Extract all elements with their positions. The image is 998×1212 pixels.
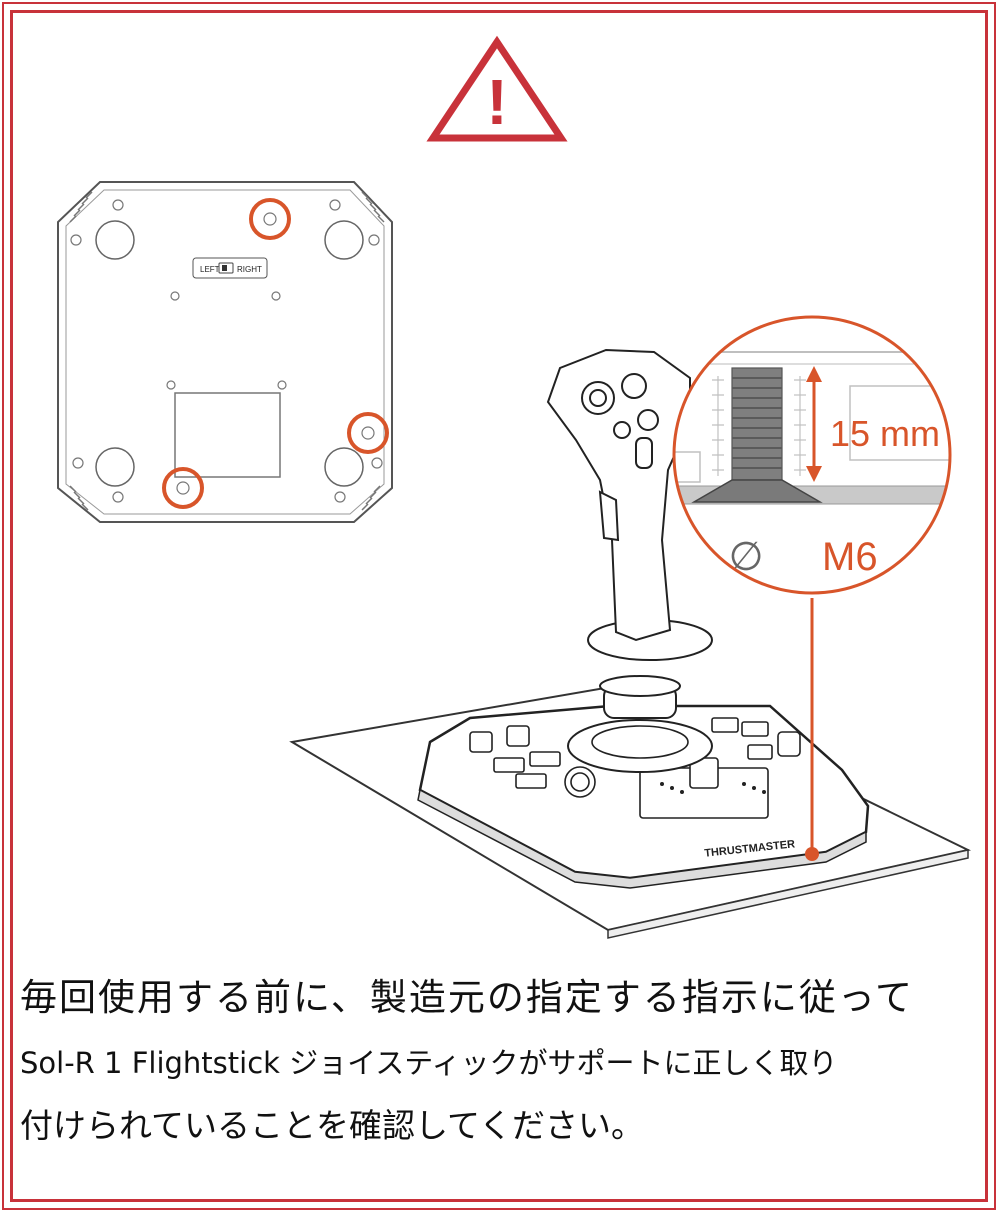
length-dimension-arrow [806, 366, 822, 482]
mounting-hole-highlights [162, 198, 389, 509]
notice-line-1: 毎回使用する前に、製造元の指定する指示に従って [20, 976, 915, 1019]
screw-head [691, 479, 823, 503]
mounting-illustration: ! [57, 35, 972, 939]
screw-shaft [731, 367, 783, 481]
joystick-stick [546, 348, 713, 719]
warning-exclamation: ! [486, 66, 507, 138]
inner-frame-border [10, 10, 988, 1202]
mounting-hole-right [347, 412, 389, 454]
safety-notice: 毎回使用する前に、製造元の指定する指示に従って Sol-R 1 Flightst… [20, 968, 980, 1154]
length-label: 15 mm [830, 413, 940, 454]
callout-anchor-dot [805, 847, 819, 861]
mounting-hole-bottom [162, 467, 204, 509]
notice-line-2: Sol-R 1 Flightstick ジョイスティックがサポートに正しく取り [20, 1046, 838, 1080]
screw-size-label: M6 [822, 535, 878, 579]
joystick-base: THRUSTMASTER [417, 704, 870, 889]
base-underside-diagram: LEFT RIGHT [57, 181, 393, 523]
warning-triangle-icon: ! [426, 35, 568, 142]
mounting-hole-top [249, 198, 291, 240]
left-right-switch: LEFT RIGHT [192, 257, 268, 279]
switch-label-right: RIGHT [237, 265, 262, 274]
diameter-icon: ∅ [729, 535, 764, 579]
notice-line-3: 付けられていることを確認してください。 [20, 1106, 645, 1145]
screw-detail-magnifier: 15 mm ∅ M6 [672, 315, 952, 595]
switch-label-left: LEFT [200, 265, 220, 274]
